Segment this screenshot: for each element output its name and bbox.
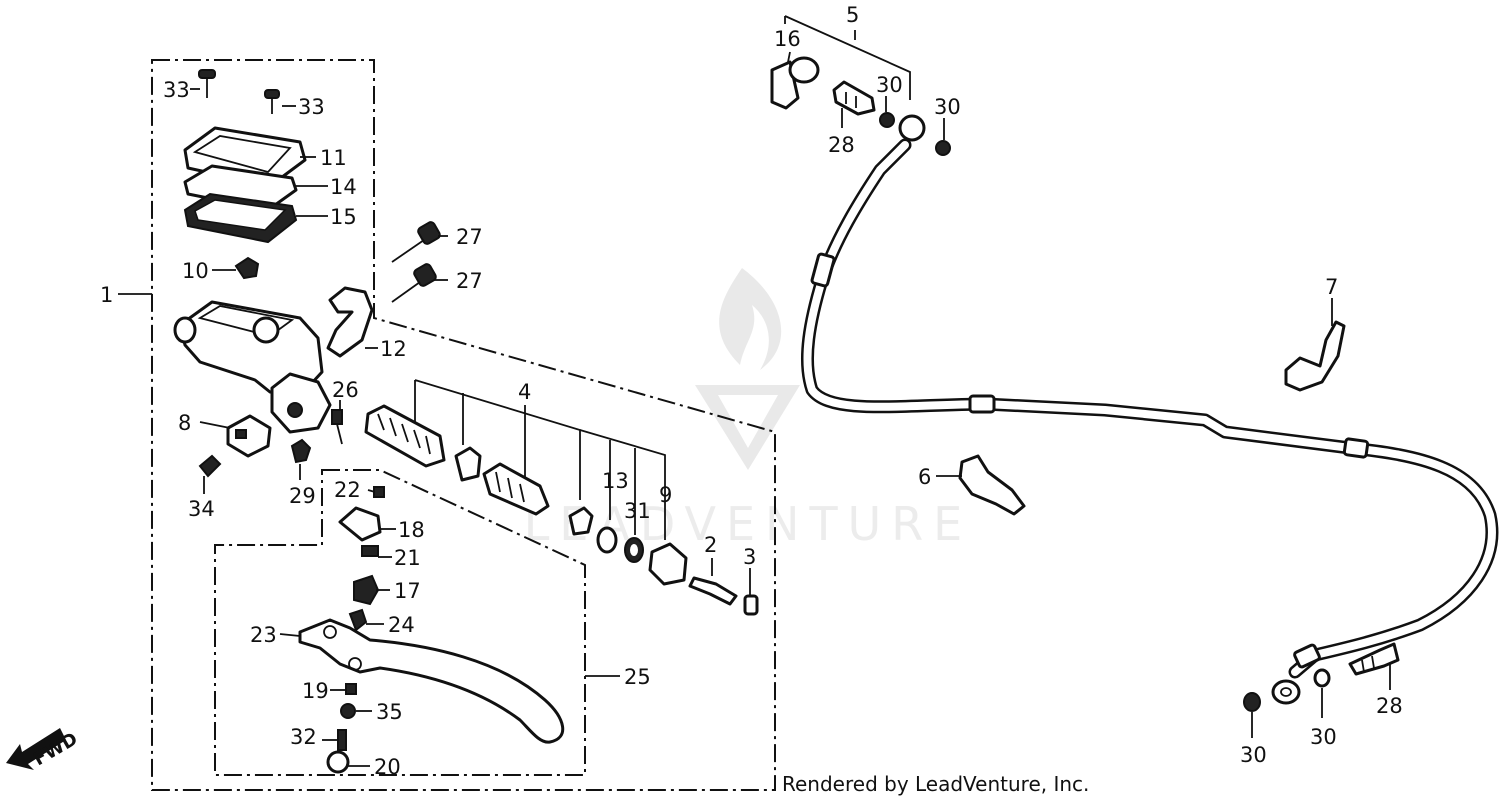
- callout-5: 5: [846, 3, 859, 27]
- callout-26: 26: [332, 378, 359, 402]
- screw-33-left: [198, 69, 216, 98]
- hose-bottom-fitting: [1271, 679, 1301, 705]
- callout-9: 9: [659, 483, 672, 507]
- screw-33-right: [264, 89, 280, 114]
- callout-34: 34: [188, 497, 215, 521]
- callout-30: 30: [1240, 743, 1267, 767]
- lever-hardware: [326, 486, 385, 774]
- callout-32: 32: [290, 725, 317, 749]
- hose-clamp-7: [1284, 320, 1346, 392]
- callout-6: 6: [918, 465, 931, 489]
- bolt-27-top: [391, 221, 441, 263]
- master-cylinder-body: [173, 300, 332, 434]
- callout-27: 27: [456, 269, 483, 293]
- pivot-bolt-26: [331, 409, 343, 445]
- bleeder-cap: [770, 56, 820, 110]
- assembly-1-boundary: [151, 59, 776, 791]
- bolt-27-bottom: [391, 263, 437, 303]
- clutch-lever: [298, 618, 565, 744]
- callout-1: 1: [100, 283, 113, 307]
- callout-30: 30: [876, 73, 903, 97]
- callout-8: 8: [178, 411, 191, 435]
- diaphragm-plate: [183, 164, 298, 212]
- washer-30-bottom-right: [1313, 668, 1331, 688]
- callout-11: 11: [320, 146, 347, 170]
- callout-10: 10: [182, 259, 209, 283]
- callout-28: 28: [1376, 694, 1403, 718]
- callout-33: 33: [163, 78, 190, 102]
- washer-30-bottom-left: [1243, 692, 1261, 712]
- callout-35: 35: [376, 700, 403, 724]
- credit-text: Rendered by LeadVenture, Inc.: [782, 772, 1090, 796]
- clutch-switch: [226, 414, 272, 458]
- lever-assembly-boundary: [214, 469, 586, 776]
- callout-25: 25: [624, 665, 651, 689]
- boot-10: [234, 256, 260, 280]
- hose-clamp-6: [958, 454, 1026, 516]
- leader-lines: [118, 51, 1391, 767]
- callout-31: 31: [624, 499, 651, 523]
- callout-24: 24: [388, 613, 415, 637]
- fwd-arrow: FWD: [6, 728, 81, 770]
- callout-21: 21: [394, 546, 421, 570]
- callout-14: 14: [330, 175, 357, 199]
- nut-29: [290, 438, 312, 464]
- clamp-holder: [326, 286, 374, 358]
- callout-30: 30: [1310, 725, 1337, 749]
- callout-16: 16: [774, 27, 801, 51]
- callout-20: 20: [374, 755, 401, 779]
- oil-bolt-28-top: [832, 80, 876, 116]
- callout-3: 3: [743, 545, 756, 569]
- callout-23: 23: [250, 623, 277, 647]
- callout-17: 17: [394, 579, 421, 603]
- callout-4: 4: [518, 380, 531, 404]
- callout-33: 33: [298, 95, 325, 119]
- callout-7: 7: [1325, 275, 1338, 299]
- callouts: 33 33 11 14 15 10 27 27 12 1 8 34 29 26 …: [100, 3, 1403, 779]
- oil-bolt-28-bottom: [1348, 642, 1400, 676]
- callout-19: 19: [302, 679, 329, 703]
- callout-12: 12: [380, 337, 407, 361]
- screw-34: [198, 454, 222, 478]
- callout-2: 2: [704, 533, 717, 557]
- callout-28: 28: [828, 133, 855, 157]
- callout-13: 13: [602, 469, 629, 493]
- callout-15: 15: [330, 205, 357, 229]
- callout-30: 30: [934, 95, 961, 119]
- piston-components: [364, 404, 759, 616]
- callout-29: 29: [289, 484, 316, 508]
- callout-27: 27: [456, 225, 483, 249]
- callout-22: 22: [334, 478, 361, 502]
- hose-assembly-bracket: [784, 15, 911, 100]
- callout-18: 18: [398, 518, 425, 542]
